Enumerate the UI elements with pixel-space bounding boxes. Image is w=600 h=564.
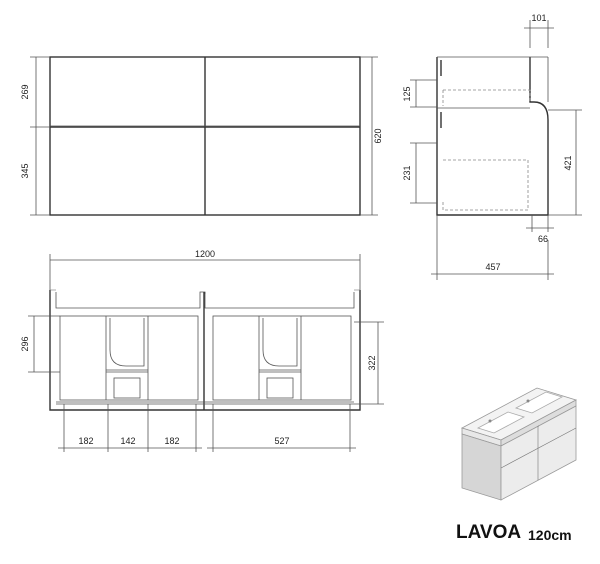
front-dim-total-height: 620 (373, 128, 383, 143)
plan-dim-seg-a: 182 (78, 436, 93, 446)
side-dim-right-height: 421 (563, 155, 573, 170)
side-outline (436, 57, 549, 216)
plan-dim-seg-b: 142 (120, 436, 135, 446)
front-dim-bottom-drawer: 345 (20, 163, 30, 178)
product-size: 120cm (528, 527, 572, 543)
basin-right (514, 391, 564, 414)
plan-dim-left-height: 296 (20, 336, 30, 351)
left-siphon-cutout (109, 318, 145, 367)
plan-outline (49, 290, 361, 411)
side-view: 101 125 231 421 66 457 (402, 13, 582, 280)
side-dim-lower-drawer: 231 (402, 165, 412, 180)
plan-view: 1200 296 322 (20, 249, 384, 452)
side-dim-upper-drawer: 125 (402, 86, 412, 101)
cabinet-3d-preview (460, 387, 578, 501)
front-dim-top-drawer: 269 (20, 84, 30, 99)
side-dim-total-depth: 457 (485, 262, 500, 272)
right-siphon-cutout (262, 318, 298, 367)
cabinet-front (500, 405, 577, 501)
plan-dim-seg-d: 527 (274, 436, 289, 446)
basin-left (476, 411, 526, 434)
plan-dim-total-width: 1200 (195, 249, 215, 259)
product-title: LAVOA (456, 522, 522, 543)
plan-dim-seg-c: 182 (164, 436, 179, 446)
plan-dim-right-height: 322 (367, 355, 377, 370)
side-dim-bottom-offset: 66 (538, 234, 548, 244)
side-dim-top-depth: 101 (531, 13, 546, 23)
front-view: 269 345 620 (20, 56, 383, 216)
